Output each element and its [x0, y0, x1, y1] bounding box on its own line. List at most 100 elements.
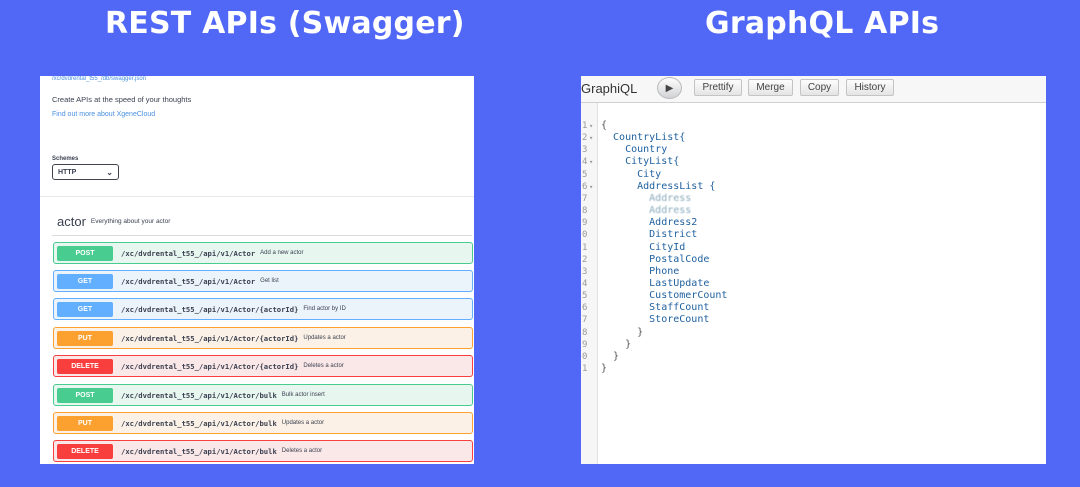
operation-put-actor-bulk[interactable]: PUT /xc/dvdrental_t55_/api/v1/Actor/bulk… [53, 412, 473, 434]
line-number: 5 [582, 169, 588, 180]
code-text: LastUpdate [601, 277, 710, 289]
code-text: StaffCount [601, 302, 710, 314]
merge-button[interactable]: Merge [748, 79, 793, 96]
line-number: 8 [582, 206, 588, 217]
editor-line: 7 Address [581, 193, 1046, 205]
method-badge: POST [57, 245, 113, 261]
editor-line: 4 LastUpdate [581, 278, 1046, 290]
editor-line: 7 StoreCount [581, 314, 1046, 326]
editor-line: 9 } [581, 339, 1046, 351]
line-number: 4 [582, 278, 588, 289]
code-text: CityList{ [601, 156, 680, 168]
operation-path: /xc/dvdrental_t55_/api/v1/Actor/{actorId… [121, 361, 299, 371]
operation-get-actor-list[interactable]: GET /xc/dvdrental_t55_/api/v1/Actor Get … [53, 270, 473, 292]
editor-line: 1▾ { [581, 120, 1046, 132]
code-text: } [601, 338, 632, 350]
code-text: CityId [601, 241, 686, 253]
line-number: 1 [582, 364, 588, 374]
editor-line: 1} [581, 363, 1046, 375]
graphiql-title: GraphiQL [581, 81, 638, 96]
code-text: StoreCount [601, 314, 710, 326]
method-badge: DELETE [57, 443, 113, 459]
copy-button[interactable]: Copy [800, 79, 839, 96]
line-number: 9 [582, 339, 588, 350]
code-text: Address [601, 192, 692, 204]
code-text: PostalCode [601, 253, 710, 265]
code-text: { [601, 120, 608, 131]
editor-line: 5 City [581, 169, 1046, 181]
prettify-button[interactable]: Prettify [694, 79, 742, 96]
api-description: Create APIs at the speed of your thought… [52, 95, 192, 104]
line-number: 7 [582, 193, 588, 204]
line-number: 0 [582, 351, 588, 362]
fold-toggle-icon[interactable]: ▾ [589, 182, 594, 191]
line-number: 8 [582, 327, 588, 338]
line-number: 4 [582, 157, 588, 168]
editor-line: 4▾ CityList{ [581, 156, 1046, 168]
operation-summary: Deletes a actor [303, 363, 344, 369]
history-button[interactable]: History [846, 79, 894, 96]
editor-line: 8 Address [581, 205, 1046, 217]
swagger-panel: /xc/dvdrental_t55_/db/swagger.json Creat… [40, 76, 474, 464]
tag-description: Everything about your actor [90, 218, 171, 225]
operation-put-actor-by-id[interactable]: PUT /xc/dvdrental_t55_/api/v1/Actor/{act… [53, 327, 473, 349]
editor-line: 2▾ CountryList{ [581, 132, 1046, 144]
find-out-more-link[interactable]: Find out more about XgeneCloud [52, 111, 156, 118]
operation-summary: Find actor by ID [303, 306, 346, 312]
method-badge: PUT [57, 330, 113, 346]
operation-delete-actor-by-id[interactable]: DELETE /xc/dvdrental_t55_/api/v1/Actor/{… [53, 355, 473, 377]
method-badge: GET [57, 301, 113, 317]
operation-post-actor[interactable]: POST /xc/dvdrental_t55_/api/v1/Actor Add… [53, 242, 473, 264]
code-text: } [601, 350, 620, 362]
method-badge: GET [57, 273, 113, 289]
section-divider [40, 196, 474, 197]
operation-path: /xc/dvdrental_t55_/api/v1/Actor [121, 248, 256, 258]
operation-path: /xc/dvdrental_t55_/api/v1/Actor/{actorId… [121, 333, 299, 343]
graphiql-toolbar: GraphiQL ▶ Prettify Merge Copy History [581, 76, 1046, 103]
operation-post-actor-bulk[interactable]: POST /xc/dvdrental_t55_/api/v1/Actor/bul… [53, 384, 473, 406]
line-number: 6 [582, 181, 588, 192]
code-text: CustomerCount [601, 290, 728, 302]
line-number: 3 [582, 145, 588, 156]
editor-line: 0 } [581, 351, 1046, 363]
line-number: 1 [582, 242, 588, 253]
code-text: Phone [601, 265, 680, 277]
operation-path: /xc/dvdrental_t55_/api/v1/Actor [121, 276, 256, 286]
operation-get-actor-by-id[interactable]: GET /xc/dvdrental_t55_/api/v1/Actor/{act… [53, 298, 473, 320]
rest-apis-heading: REST APIs (Swagger) [105, 6, 465, 41]
code-text: Address [601, 205, 692, 217]
chevron-down-icon: ⌄ [106, 167, 113, 177]
editor-line: 8 } [581, 327, 1046, 339]
fold-toggle-icon[interactable]: ▾ [589, 134, 594, 143]
editor-line: 2 PostalCode [581, 254, 1046, 266]
schemes-select-value: HTTP [58, 168, 77, 176]
execute-query-button[interactable]: ▶ [657, 77, 682, 99]
operation-path: /xc/dvdrental_t55_/api/v1/Actor/bulk [121, 390, 277, 400]
operation-path: /xc/dvdrental_t55_/api/v1/Actor/{actorId… [121, 304, 299, 314]
editor-line: 3 Phone [581, 266, 1046, 278]
schemes-select[interactable]: HTTP ⌄ [52, 164, 119, 180]
operation-summary: Updates a actor [281, 420, 325, 426]
line-number: 1 [582, 121, 588, 131]
operation-delete-actor-bulk[interactable]: DELETE /xc/dvdrental_t55_/api/v1/Actor/b… [53, 440, 473, 462]
line-number: 5 [582, 291, 588, 302]
editor-line: 6 StaffCount [581, 302, 1046, 314]
line-number: 2 [582, 133, 588, 144]
line-number: 3 [582, 266, 588, 277]
operation-summary: Add a new actor [260, 250, 304, 256]
code-text: City [601, 168, 662, 180]
line-number: 2 [582, 254, 588, 265]
editor-line: 0 District [581, 229, 1046, 241]
method-badge: PUT [57, 415, 113, 431]
operation-summary: Updates a actor [303, 335, 346, 341]
actor-tag-header[interactable]: actor Everything about your actor [52, 208, 472, 236]
swagger-json-link[interactable]: /xc/dvdrental_t55_/db/swagger.json [52, 76, 147, 82]
line-number-gutter [581, 103, 598, 464]
editor-line: 1 CityId [581, 242, 1046, 254]
fold-toggle-icon[interactable]: ▾ [589, 158, 594, 167]
code-text: Country [601, 144, 668, 156]
code-text: } [601, 326, 644, 338]
line-number: 9 [582, 218, 588, 229]
fold-toggle-icon[interactable]: ▾ [589, 122, 594, 130]
tag-name: actor [57, 214, 86, 229]
